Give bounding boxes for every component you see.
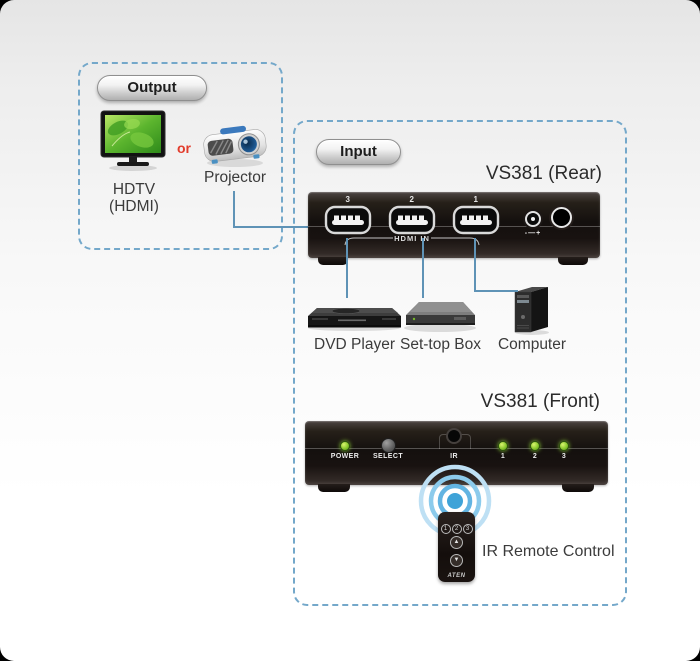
port-number-1: 1 (473, 195, 479, 204)
front-panel: POWER SELECT IR 1 2 3 (305, 421, 608, 485)
hdtv-icon (100, 110, 166, 171)
computer-icon (514, 287, 549, 335)
rear-panel-foot-left (318, 257, 348, 265)
input-led-1-label: 1 (500, 453, 506, 460)
hdtv-label: HDTV (HDMI) (109, 181, 159, 215)
remote-up-button: ▲ (450, 536, 463, 549)
remote-button-2: 2 (451, 524, 462, 534)
hdmi-port-2-icon (388, 205, 436, 235)
input-section-badge: Input (316, 139, 401, 165)
input-led-2 (530, 441, 540, 451)
front-panel-seam (305, 448, 608, 449)
port-number-2: 2 (409, 195, 415, 204)
input-led-3 (559, 441, 569, 451)
projector-connector-horizontal (233, 226, 310, 228)
computer-label: Computer (497, 336, 567, 353)
connector-line-port2-stb (422, 238, 424, 298)
power-led (340, 441, 350, 451)
hdmi-port-3-icon (324, 205, 372, 235)
remote-button-3: 3 (462, 524, 473, 534)
ir-receiver (446, 428, 462, 444)
rear-panel-foot-right (558, 257, 588, 265)
input-group-box (293, 120, 627, 606)
output-section-badge: Output (97, 75, 207, 101)
set-top-box-icon (404, 302, 476, 332)
rear-panel: 3 2 1 HDMI IN (308, 192, 600, 258)
dc-power-jack (525, 211, 541, 227)
hdmi-port-1-icon (452, 205, 500, 235)
remote-brand-logo: ATEN (447, 573, 466, 579)
dvd-player-label: DVD Player (314, 336, 395, 353)
front-panel-title: VS381 (Front) (480, 391, 600, 412)
input-led-2-label: 2 (532, 453, 538, 460)
projector-label: Projector (203, 169, 267, 186)
connector-line-port1-horizontal (474, 290, 518, 292)
rear-panel-title: VS381 (Rear) (485, 163, 602, 184)
remote-down-button: ▼ (450, 554, 463, 567)
connector-line-port1-vertical (474, 238, 476, 292)
dvd-player-icon (308, 308, 401, 331)
connector-line-port3-dvd (346, 238, 348, 298)
input-led-3-label: 3 (561, 453, 567, 460)
select-button-label: SELECT (372, 453, 403, 460)
input-section-label: Input (340, 143, 377, 160)
ir-receiver-label: IR (450, 453, 458, 460)
set-top-box-label: Set-top Box (400, 336, 481, 353)
round-connector-port (551, 207, 572, 228)
hdmi-in-label: HDMI IN (394, 234, 430, 243)
remote-button-1: 1 (440, 524, 451, 534)
projector-connector-vertical (233, 191, 235, 228)
front-panel-foot-left (318, 484, 350, 492)
or-label: or (177, 140, 191, 156)
hdmi-in-bracket: HDMI IN (344, 234, 480, 246)
ir-remote-control-label: IR Remote Control (482, 543, 615, 560)
projector-icon (203, 125, 267, 167)
front-panel-foot-right (562, 484, 594, 492)
power-led-label: POWER (330, 453, 360, 460)
port-number-3: 3 (345, 195, 351, 204)
output-group-box (78, 62, 283, 250)
output-section-label: Output (127, 79, 177, 96)
select-button (381, 438, 396, 453)
input-led-1 (498, 441, 508, 451)
polarity-label: -—+ (524, 230, 542, 237)
